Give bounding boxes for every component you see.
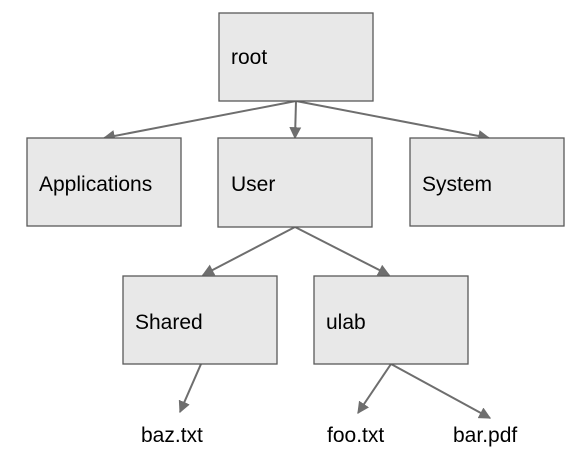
edge-root-applications xyxy=(102,100,297,142)
edge-user-shared xyxy=(201,226,296,276)
node-system-label: System xyxy=(422,173,492,196)
node-root-label: root xyxy=(231,46,267,69)
edge-ulab-bar xyxy=(390,363,492,419)
edges xyxy=(102,100,492,419)
node-ulab: ulab xyxy=(313,275,469,365)
node-root-box xyxy=(218,12,374,102)
node-root: root xyxy=(218,12,374,102)
node-ulab-label: ulab xyxy=(326,311,366,334)
edge-shared-baz xyxy=(178,363,202,414)
edge-root-system xyxy=(295,100,491,142)
edge-ulab-foo xyxy=(357,363,392,414)
node-shared: Shared xyxy=(122,275,278,365)
file-bar-pdf: bar.pdf xyxy=(453,424,517,447)
file-foo-txt: foo.txt xyxy=(327,424,384,447)
node-shared-box xyxy=(122,275,278,365)
edge-root-user xyxy=(289,100,302,140)
node-ulab-box xyxy=(313,275,469,365)
node-applications: Applications xyxy=(26,137,182,227)
node-user-label: User xyxy=(231,173,275,196)
node-user: User xyxy=(217,137,373,228)
node-system-box xyxy=(409,137,565,227)
node-user-box xyxy=(217,137,373,228)
node-applications-box xyxy=(26,137,182,227)
node-shared-label: Shared xyxy=(135,311,203,334)
file-baz-txt: baz.txt xyxy=(141,424,203,447)
edge-user-ulab xyxy=(294,226,391,276)
node-system: System xyxy=(409,137,565,227)
node-applications-label: Applications xyxy=(39,173,152,196)
